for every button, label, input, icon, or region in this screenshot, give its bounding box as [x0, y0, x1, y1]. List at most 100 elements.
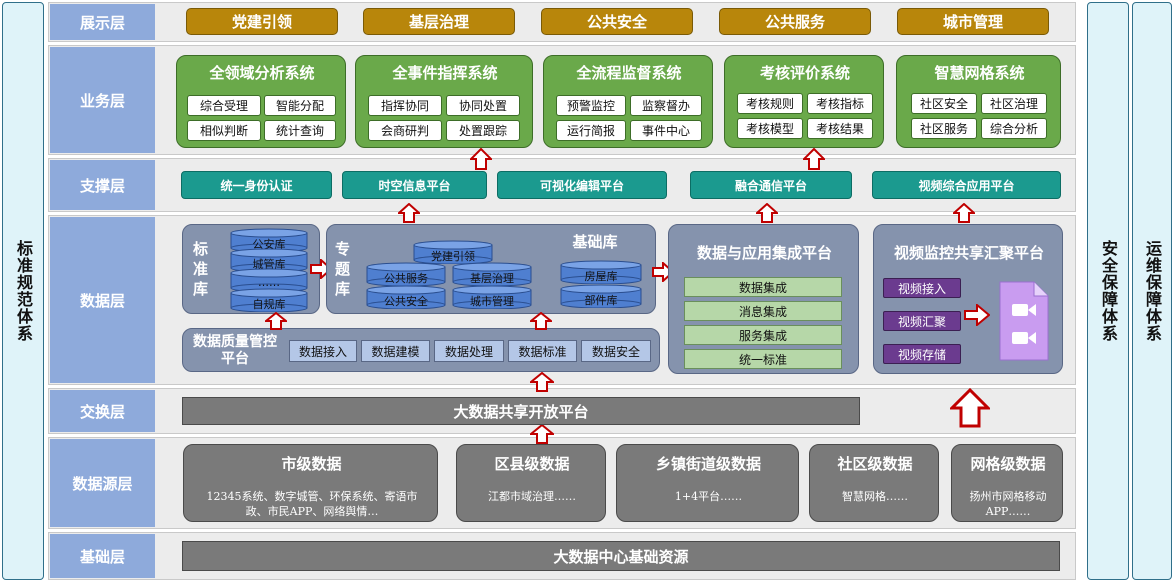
- video-title: 视频监控共享汇聚平台: [893, 244, 1044, 262]
- source-town-title: 乡镇街道级数据: [655, 455, 761, 473]
- source-grid-desc: 扬州市网格移动APP……: [969, 490, 1047, 518]
- system-item: 考核结果: [807, 118, 873, 139]
- system-item: 考核规则: [737, 93, 803, 114]
- system-item: 综合受理: [187, 95, 261, 116]
- integration-item: 统一标准: [684, 349, 842, 369]
- arrow-up-icon: [953, 203, 975, 223]
- security-system-label: 安全保障体系: [1099, 240, 1118, 342]
- system-grid: 智慧网格系统 社区安全 社区治理 社区服务 综合分析: [896, 55, 1061, 148]
- base-layer-label: 基础层: [50, 534, 155, 578]
- system-item: 预警监控: [556, 95, 626, 116]
- database-label: 公安库: [252, 238, 286, 251]
- exchange-platform-bar: 大数据共享开放平台: [182, 397, 860, 425]
- standard-library-title: 标准库: [193, 240, 209, 298]
- source-town: 乡镇街道级数据 1+4平台……: [616, 444, 799, 522]
- quality-item: 数据标准: [508, 340, 577, 362]
- data-quality-title: 数据质量管控平台: [193, 334, 277, 367]
- source-grid-title: 网格级数据: [970, 455, 1046, 473]
- source-district-title: 区县级数据: [494, 455, 570, 473]
- system-item: 事件中心: [630, 120, 702, 141]
- arrow-up-icon: [803, 148, 825, 170]
- system-command: 全事件指挥系统 指挥协同 协同处置 会商研判 处置跟踪: [355, 55, 533, 148]
- source-layer-label: 数据源层: [50, 439, 155, 527]
- source-city: 市级数据 12345系统、数字城管、环保系统、寄语市政、市民APP、网络舆情…: [183, 444, 438, 522]
- database-label: 城管库: [252, 258, 286, 271]
- system-item: 社区服务: [911, 118, 977, 139]
- integration-item: 服务集成: [684, 325, 842, 345]
- system-item: 相似判断: [187, 120, 261, 141]
- arrow-up-icon: [756, 203, 778, 223]
- video-camera-icon: [998, 280, 1050, 362]
- arrow-up-icon: [530, 312, 552, 330]
- database-icon: 党建引领: [413, 240, 493, 264]
- display-layer-label: 展示层: [50, 4, 155, 40]
- system-analysis: 全领域分析系统 综合受理 智能分配 相似判断 统计查询: [176, 55, 346, 148]
- arrow-up-icon: [530, 372, 554, 392]
- system-item: 处置跟踪: [446, 120, 520, 141]
- quality-item: 数据建模: [361, 340, 430, 362]
- database-label: 基层治理: [470, 272, 514, 285]
- video-item: 视频接入: [883, 278, 961, 298]
- integration-title: 数据与应用集成平台: [696, 244, 832, 262]
- source-community-title: 社区级数据: [837, 455, 913, 473]
- database-label: 党建引领: [431, 250, 475, 263]
- display-grassroots: 基层治理: [363, 8, 515, 35]
- source-city-desc: 12345系统、数字城管、环保系统、寄语市政、市民APP、网络舆情…: [206, 490, 418, 518]
- system-command-title: 全事件指挥系统: [392, 63, 498, 82]
- system-item: 运行简报: [556, 120, 626, 141]
- system-item: 统计查询: [264, 120, 336, 141]
- system-item: 社区治理: [981, 93, 1047, 114]
- database-label: 公共服务: [384, 272, 428, 285]
- system-item: 协同处置: [446, 95, 520, 116]
- display-city-management: 城市管理: [897, 8, 1049, 35]
- topic-library-title: 专题库: [335, 240, 351, 298]
- base-resource-bar: 大数据中心基础资源: [182, 541, 1060, 571]
- support-video-app: 视频综合应用平台: [872, 171, 1061, 199]
- quality-item: 数据安全: [581, 340, 651, 362]
- exchange-layer-label: 交换层: [50, 390, 155, 432]
- database-icon: 城市管理: [452, 285, 532, 309]
- source-town-desc: 1+4平台……: [674, 490, 743, 503]
- display-public-service: 公共服务: [719, 8, 871, 35]
- integration-item: 消息集成: [684, 301, 842, 321]
- standard-library-stack: 公安库 城管库 …… 自规库: [230, 228, 308, 312]
- database-label: 房屋库: [584, 270, 618, 283]
- arrow-right-icon: [964, 304, 990, 326]
- source-district-desc: 江都市域治理……: [488, 490, 576, 503]
- integration-item: 数据集成: [684, 277, 842, 297]
- system-evaluation-title: 考核评价系统: [759, 63, 850, 82]
- database-icon: 房屋库: [560, 260, 642, 284]
- base-library-title: 基础库: [572, 233, 618, 251]
- video-item: 视频存储: [883, 344, 961, 364]
- ops-system-column: 运维保障体系: [1132, 2, 1172, 580]
- security-system-column: 安全保障体系: [1087, 2, 1129, 580]
- database-icon: 公共服务: [366, 262, 446, 286]
- arrow-up-icon: [470, 148, 492, 170]
- database-icon: 自规库: [230, 288, 308, 312]
- arrow-up-icon: [530, 424, 554, 444]
- database-label: 公共安全: [384, 295, 428, 308]
- business-layer-label: 业务层: [50, 47, 155, 153]
- system-supervision-title: 全流程监督系统: [576, 63, 682, 82]
- system-item: 指挥协同: [368, 95, 442, 116]
- system-analysis-title: 全领域分析系统: [209, 63, 315, 82]
- system-grid-title: 智慧网格系统: [934, 63, 1025, 82]
- database-label: 城市管理: [470, 295, 514, 308]
- ops-system-label: 运维保障体系: [1143, 240, 1162, 342]
- database-label: 部件库: [584, 294, 618, 307]
- system-item: 综合分析: [981, 118, 1047, 139]
- database-icon: 部件库: [560, 284, 642, 308]
- database-label: ……: [258, 276, 280, 289]
- video-item: 视频汇聚: [883, 311, 961, 331]
- display-public-safety: 公共安全: [541, 8, 693, 35]
- data-layer-label: 数据层: [50, 217, 155, 383]
- arrow-up-icon: [398, 203, 420, 223]
- system-item: 智能分配: [264, 95, 336, 116]
- standards-system-column: 标准规范体系: [2, 2, 44, 580]
- database-icon: 基层治理: [452, 262, 532, 286]
- database-icon: 公安库: [230, 228, 308, 252]
- support-visual-editor: 可视化编辑平台: [497, 171, 667, 199]
- system-item: 会商研判: [368, 120, 442, 141]
- source-grid: 网格级数据 扬州市网格移动APP……: [951, 444, 1063, 522]
- arrow-up-icon: [265, 312, 287, 330]
